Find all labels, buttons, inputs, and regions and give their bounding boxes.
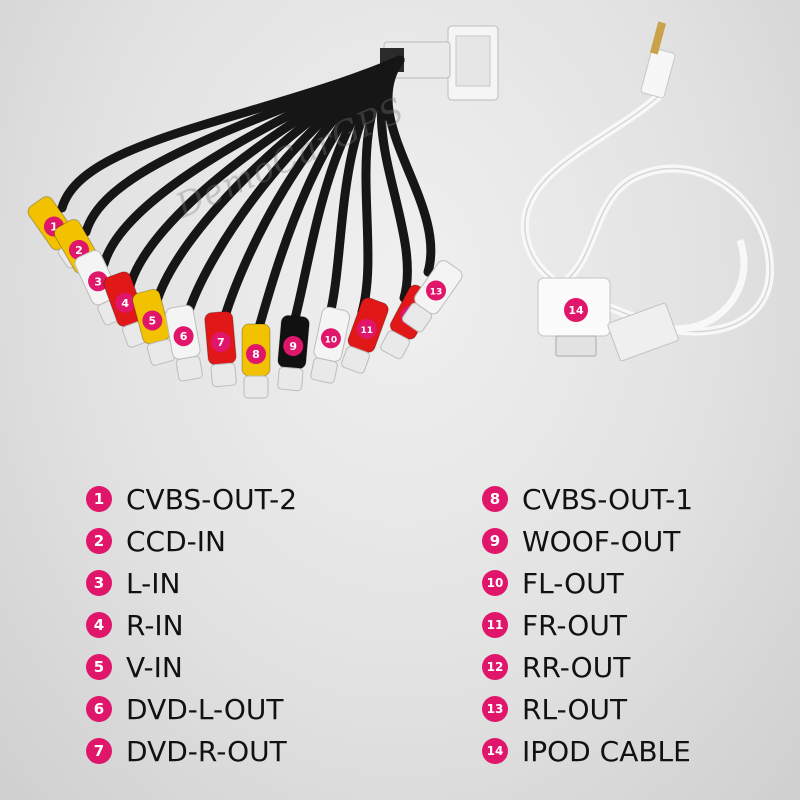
rca-plugs: 12345678910111213 (27, 196, 463, 399)
rca-plug-number: 6 (180, 330, 188, 343)
legend-label: R-IN (126, 608, 184, 642)
rca-plug-number: 11 (361, 326, 374, 336)
ipod-cable (520, 21, 775, 362)
legend-number-badge: 2 (86, 528, 112, 554)
rca-plug-7: 7 (204, 311, 237, 388)
legend-number-badge: 14 (482, 738, 508, 764)
legend-number-badge: 13 (482, 696, 508, 722)
legend-number-badge: 8 (482, 486, 508, 512)
legend-item: 1 CVBS-OUT-2 (86, 478, 297, 520)
rca-plug-number: 9 (289, 340, 297, 353)
legend-label: IPOD CABLE (522, 734, 691, 768)
rca-plug-13: 13 (402, 260, 463, 333)
legend-left-column: 1 CVBS-OUT-2 2 CCD-IN 3 L-IN 4 R-IN 5 V-IN 6 DVD-L-… (86, 478, 297, 772)
legend-label: L-IN (126, 566, 181, 600)
legend-item: 7 DVD-R-OUT (86, 730, 297, 772)
rca-plug-6: 6 (165, 304, 203, 382)
legend-item: 14 IPOD CABLE (482, 730, 693, 772)
legend-label: RL-OUT (522, 692, 628, 726)
legend-item: 5 V-IN (86, 646, 297, 688)
ipod-badge-number: 14 (568, 304, 584, 317)
legend-label: CCD-IN (126, 524, 226, 558)
rca-plug-5: 5 (132, 288, 175, 366)
rca-plug-9: 9 (277, 315, 310, 392)
legend-item: 10 FL-OUT (482, 562, 693, 604)
legend-label: FR-OUT (522, 608, 627, 642)
legend-number-badge: 3 (86, 570, 112, 596)
legend-number-badge: 1 (86, 486, 112, 512)
legend-right-column: 8 CVBS-OUT-1 9 WOOF-OUT 10 FL-OUT 11 FR-OUT 12 RR… (482, 478, 693, 772)
rca-plug-number: 1 (50, 221, 58, 234)
legend-item: 9 WOOF-OUT (482, 520, 693, 562)
legend-number-badge: 5 (86, 654, 112, 680)
legend-item: 2 CCD-IN (86, 520, 297, 562)
legend-item: 6 DVD-L-OUT (86, 688, 297, 730)
legend-number-badge: 11 (482, 612, 508, 638)
rca-plug-number: 5 (149, 314, 157, 327)
legend-label: WOOF-OUT (522, 524, 681, 558)
legend-number-badge: 12 (482, 654, 508, 680)
legend-item: 13 RL-OUT (482, 688, 693, 730)
legend-label: V-IN (126, 650, 183, 684)
legend-number-badge: 6 (86, 696, 112, 722)
legend-number-badge: 4 (86, 612, 112, 638)
rca-plug-number: 8 (252, 348, 260, 361)
rca-plug-number: 13 (430, 288, 443, 298)
legend-number-badge: 10 (482, 570, 508, 596)
legend-label: RR-OUT (522, 650, 631, 684)
legend-label: CVBS-OUT-2 (126, 482, 298, 516)
rca-plug-number: 7 (217, 336, 225, 349)
rca-plug-number: 2 (75, 244, 83, 257)
rca-plug-4: 4 (103, 271, 151, 348)
legend-label: FL-OUT (522, 566, 624, 600)
legend-label: CVBS-OUT-1 (522, 482, 694, 516)
rca-plug-10: 10 (310, 306, 351, 384)
legend-item: 4 R-IN (86, 604, 297, 646)
ipod-badge: 14 (564, 298, 588, 322)
rca-plug-11: 11 (341, 297, 389, 374)
rca-plug-8: 8 (241, 323, 271, 399)
legend-number-badge: 7 (86, 738, 112, 764)
legend-item: 3 L-IN (86, 562, 297, 604)
rca-plug-number: 4 (121, 297, 129, 310)
rca-plug-number: 10 (325, 335, 338, 345)
legend-item: 8 CVBS-OUT-1 (482, 478, 693, 520)
cable-harness-photo: 12345678910111213 14 (27, 21, 775, 399)
legend-item: 11 FR-OUT (482, 604, 693, 646)
cable-wire (383, 55, 436, 277)
legend-item: 12 RR-OUT (482, 646, 693, 688)
legend-label: DVD-L-OUT (126, 692, 284, 726)
legend-number-badge: 9 (482, 528, 508, 554)
black-cables (57, 55, 436, 343)
legend-label: DVD-R-OUT (126, 734, 287, 768)
rca-plug-number: 3 (94, 275, 102, 288)
